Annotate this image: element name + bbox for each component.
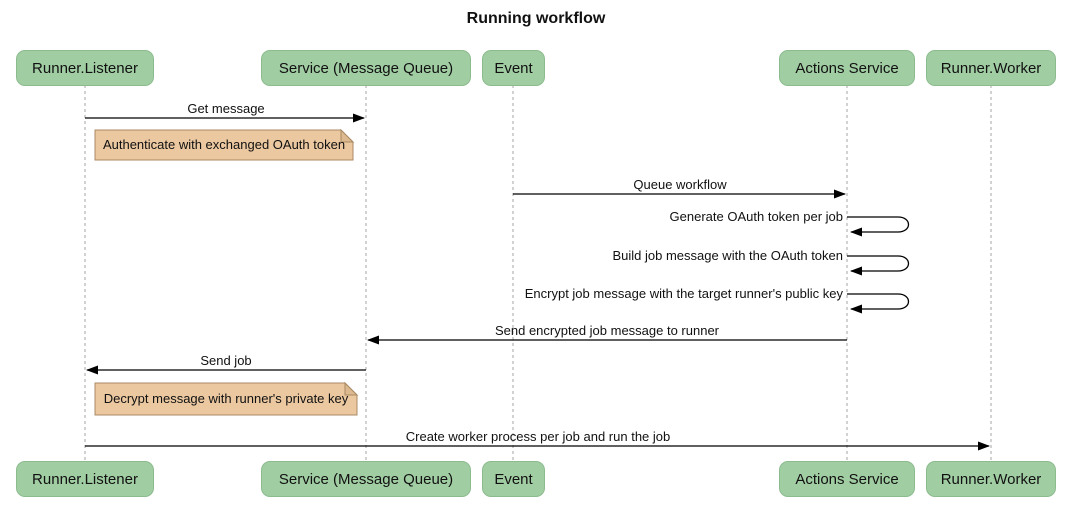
- message-label-send-encrypted-job-message: Send encrypted job message to runner: [494, 323, 720, 338]
- message-label-send-job: Send job: [200, 353, 252, 368]
- actor-top-runner-worker: Runner.Worker: [926, 50, 1056, 86]
- note-fold-authenticate: [340, 128, 355, 143]
- message-label-build-job-message: Build job message with the OAuth token: [612, 248, 843, 263]
- self-message-arrow-build-job-message: [847, 255, 910, 276]
- actor-label: Actions Service: [795, 59, 899, 77]
- actor-top-actions-service: Actions Service: [779, 50, 915, 86]
- message-label-queue-workflow: Queue workflow: [633, 177, 727, 192]
- message-label-create-worker-process: Create worker process per job and run th…: [405, 429, 671, 444]
- note-shape-authenticate: [94, 129, 354, 161]
- note-fold-decrypt: [344, 381, 359, 396]
- actor-label: Runner.Listener: [32, 470, 138, 488]
- message-label-encrypt-job-message: Encrypt job message with the target runn…: [524, 286, 843, 301]
- actor-top-event: Event: [482, 50, 545, 86]
- actor-label: Runner.Worker: [940, 59, 1042, 77]
- actor-label: Service (Message Queue): [278, 470, 454, 488]
- actor-bottom-runner-worker: Runner.Worker: [926, 461, 1056, 497]
- note-authenticate-oauth: Authenticate with exchanged OAuth token: [102, 137, 346, 152]
- actor-label: Service (Message Queue): [278, 59, 454, 77]
- actor-bottom-service-message-queue: Service (Message Queue): [261, 461, 471, 497]
- self-message-arrow-generate-oauth-token: [847, 216, 910, 237]
- actor-top-service-message-queue: Service (Message Queue): [261, 50, 471, 86]
- diagram-title: Running workflow: [466, 10, 606, 27]
- actor-label: Runner.Listener: [32, 59, 138, 77]
- actor-bottom-runner-listener: Runner.Listener: [16, 461, 154, 497]
- actor-label: Runner.Worker: [940, 470, 1042, 488]
- actor-top-runner-listener: Runner.Listener: [16, 50, 154, 86]
- note-decrypt-private-key: Decrypt message with runner's private ke…: [103, 391, 349, 406]
- message-label-get-message: Get message: [187, 101, 265, 116]
- actor-label: Event: [494, 470, 533, 488]
- message-label-generate-oauth-token: Generate OAuth token per job: [669, 209, 843, 224]
- self-message-arrow-encrypt-job-message: [847, 293, 910, 314]
- actor-bottom-actions-service: Actions Service: [779, 461, 915, 497]
- actor-label: Actions Service: [795, 470, 899, 488]
- actor-bottom-event: Event: [482, 461, 545, 497]
- note-shape-decrypt: [94, 382, 358, 416]
- actor-label: Event: [494, 59, 533, 77]
